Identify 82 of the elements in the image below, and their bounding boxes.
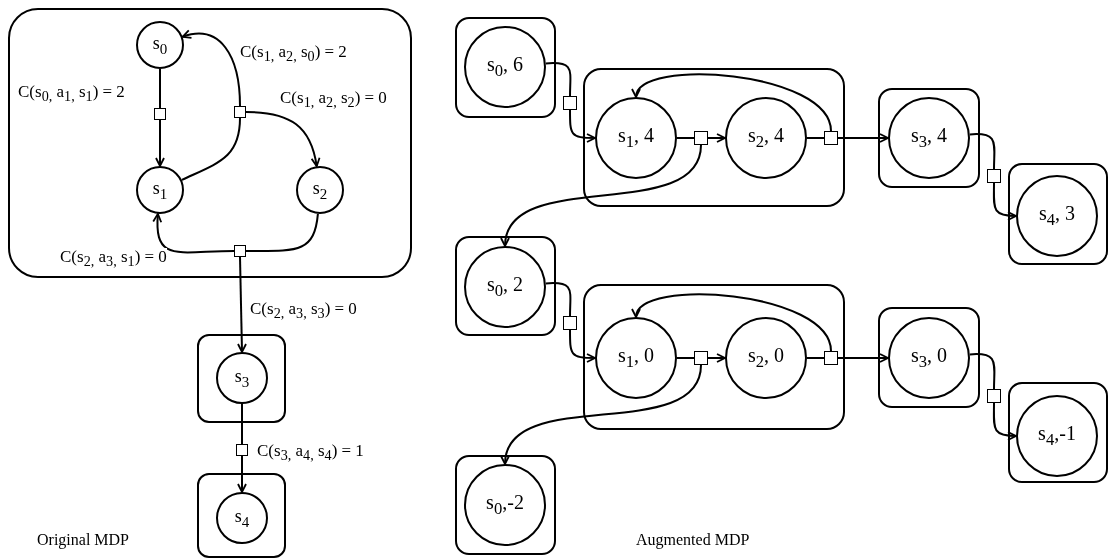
state-label: s$_{0}$, 6 bbox=[486, 54, 524, 80]
diagram-caption: Augmented MDP bbox=[636, 531, 750, 549]
connector-line bbox=[806, 137, 825, 139]
state-label: s$_{2}$, 4 bbox=[747, 125, 785, 151]
arrow bbox=[501, 364, 702, 465]
action-square bbox=[236, 444, 248, 456]
connector-line bbox=[180, 117, 241, 181]
arrow bbox=[707, 353, 726, 363]
state-circle bbox=[296, 166, 344, 214]
connector-line bbox=[159, 68, 161, 109]
action-square bbox=[563, 96, 577, 110]
action-square bbox=[234, 106, 246, 118]
arrow bbox=[155, 119, 165, 167]
connector-line bbox=[245, 212, 319, 253]
state-label: s$_{2}$ bbox=[312, 178, 328, 202]
state-label: s$_{3}$ bbox=[234, 366, 250, 390]
state-group-box bbox=[197, 334, 286, 423]
state-group-box bbox=[583, 68, 845, 207]
state-circle bbox=[136, 166, 184, 214]
state-label: s$_{3}$, 4 bbox=[910, 125, 948, 151]
state-circle bbox=[216, 492, 268, 544]
action-square bbox=[234, 245, 246, 257]
state-group-box bbox=[455, 236, 556, 336]
arrow bbox=[181, 29, 241, 107]
arrow bbox=[152, 212, 235, 254]
diagram-caption: Original MDP bbox=[37, 531, 129, 549]
edge-label: C(s$_{2,}$ a$_{3,}$ s$_{3}$) = 0 bbox=[250, 300, 357, 322]
state-label: s$_{1}$ bbox=[152, 178, 168, 202]
state-group-box bbox=[455, 455, 556, 555]
state-label: s$_{0}$, 2 bbox=[486, 274, 524, 300]
state-label: s$_{1}$, 0 bbox=[617, 345, 655, 371]
state-circle bbox=[136, 21, 184, 69]
arrow bbox=[501, 144, 702, 247]
state-group-box bbox=[878, 88, 980, 188]
state-circle bbox=[216, 352, 268, 404]
edge-label: C(s$_{1,}$ a$_{2,}$ s$_{2}$) = 0 bbox=[280, 89, 387, 111]
state-group-box bbox=[197, 473, 286, 558]
action-square bbox=[694, 131, 708, 145]
state-group-box bbox=[455, 17, 556, 118]
arrow bbox=[992, 402, 1017, 441]
arrow bbox=[634, 73, 832, 132]
state-group-box bbox=[1008, 163, 1108, 265]
state-label: s$_{4}$,-1 bbox=[1038, 423, 1076, 449]
arrow bbox=[634, 293, 832, 352]
state-label: s$_{1}$, 4 bbox=[617, 125, 655, 151]
edge-label: C(s$_{2,}$ a$_{3,}$ s$_{1}$) = 0 bbox=[60, 248, 167, 270]
action-square bbox=[987, 389, 1001, 403]
connector-line bbox=[544, 62, 572, 97]
arrow bbox=[237, 256, 247, 353]
action-square bbox=[824, 351, 838, 365]
edge-label: C(s$_{0,}$ a$_{1,}$ s$_{1}$) = 2 bbox=[18, 83, 125, 105]
state-group-box bbox=[878, 307, 980, 408]
state-group-box bbox=[1008, 382, 1108, 483]
state-label: s$_{0}$ bbox=[152, 33, 168, 57]
connector-line bbox=[806, 357, 825, 359]
edge-label: C(s$_{1,}$ a$_{2,}$ s$_{0}$) = 2 bbox=[240, 43, 347, 65]
state-label: s$_{4}$, 3 bbox=[1038, 203, 1076, 229]
edge-label: C(s$_{3,}$ a$_{4,}$ s$_{4}$) = 1 bbox=[257, 442, 364, 464]
arrow bbox=[245, 111, 321, 168]
connector-line bbox=[544, 282, 572, 317]
arrow bbox=[837, 133, 889, 143]
connector-line bbox=[968, 133, 996, 170]
state-label: s$_{0}$,-2 bbox=[486, 492, 524, 518]
action-square bbox=[987, 169, 1001, 183]
arrow bbox=[707, 133, 726, 143]
connector-line bbox=[241, 403, 243, 445]
state-label: s$_{2}$, 0 bbox=[747, 345, 785, 371]
action-square bbox=[824, 131, 838, 145]
arrow bbox=[569, 109, 596, 143]
arrow bbox=[569, 329, 596, 363]
connector-line bbox=[968, 353, 996, 390]
action-square bbox=[563, 316, 577, 330]
state-label: s$_{4}$ bbox=[234, 506, 250, 530]
action-square bbox=[694, 351, 708, 365]
arrow bbox=[837, 353, 889, 363]
action-square bbox=[154, 108, 166, 120]
connector-line bbox=[676, 137, 695, 139]
connector-line bbox=[676, 357, 695, 359]
state-label: s$_{3}$, 0 bbox=[910, 345, 948, 371]
state-group-box bbox=[583, 284, 845, 430]
arrow bbox=[237, 455, 247, 493]
arrow bbox=[992, 182, 1017, 221]
